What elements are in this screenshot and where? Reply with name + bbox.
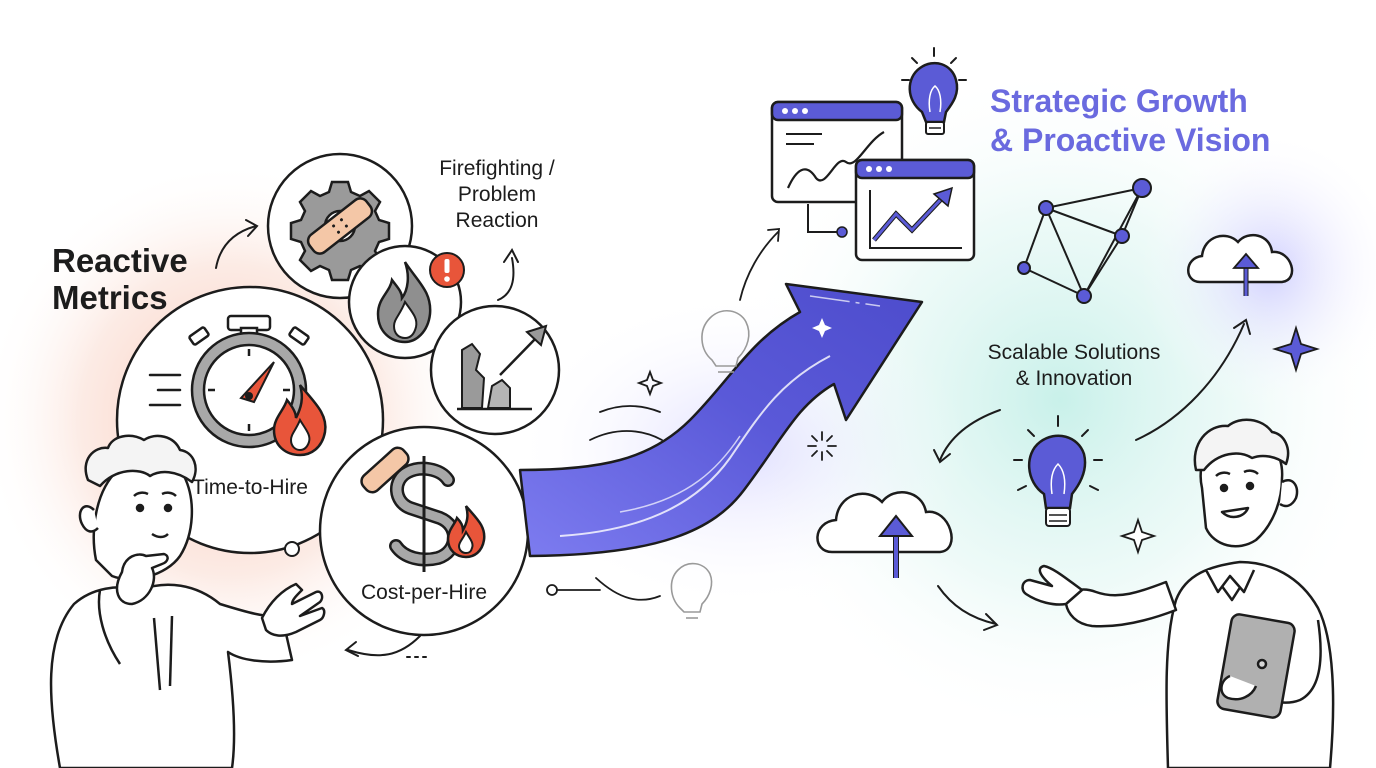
- lightbulb-icon-top: [901, 47, 967, 135]
- growth-arrow: [518, 282, 924, 558]
- person-thinking: [49, 434, 326, 768]
- dollar-icon: [389, 456, 461, 572]
- alert-icon: [429, 252, 465, 288]
- browser-chart-2: [854, 158, 976, 262]
- strategic-growth-title: Strategic Growth & Proactive Vision: [990, 82, 1270, 160]
- bandage-icon: [360, 446, 410, 494]
- motion-lines: [546, 228, 837, 601]
- left-cycle-arrows: [215, 219, 519, 658]
- firefighting-label: Firefighting / Problem Reaction: [412, 156, 582, 234]
- cost-per-hire-label: Cost-per-Hire: [360, 581, 488, 604]
- fire-small-icon: [272, 384, 327, 457]
- cloud-upload-icon-right: [1187, 233, 1294, 296]
- strategic-title-line1: Strategic Growth: [990, 83, 1248, 119]
- broken-chart-icon: [457, 324, 548, 411]
- scalable-line1: Scalable Solutions: [987, 341, 1161, 364]
- firefighting-line1: Firefighting /: [439, 157, 555, 180]
- sparkle-icon: [1119, 324, 1321, 555]
- firefighting-line2: Problem: [457, 183, 537, 206]
- right-cycle-arrows: [933, 318, 1251, 631]
- cloud-upload-icon-left: [816, 491, 953, 578]
- strategic-title-line2: & Proactive Vision: [990, 122, 1271, 158]
- cost-circle: [318, 425, 530, 637]
- faint-lightbulb-icon: [670, 310, 750, 619]
- reactive-metrics-title: Reactive Metrics: [52, 242, 188, 316]
- scalable-solutions-label: Scalable Solutions & Innovation: [956, 340, 1192, 392]
- fire-icon: [376, 261, 432, 344]
- reactive-title-line1: Reactive: [52, 242, 188, 279]
- firefighting-line3: Reaction: [455, 209, 539, 232]
- lightbulb-icon-center: [1013, 415, 1103, 527]
- fire-small-icon: [446, 505, 486, 559]
- person-presenting: [1021, 418, 1335, 768]
- time-to-hire-label: Time-to-Hire: [192, 476, 308, 499]
- network-icon: [1017, 178, 1152, 304]
- gear-bandage-icon: [289, 180, 391, 282]
- reactive-title-line2: Metrics: [52, 279, 168, 316]
- broken-chart-circle: [429, 304, 561, 436]
- scalable-line2: & Innovation: [1015, 367, 1133, 390]
